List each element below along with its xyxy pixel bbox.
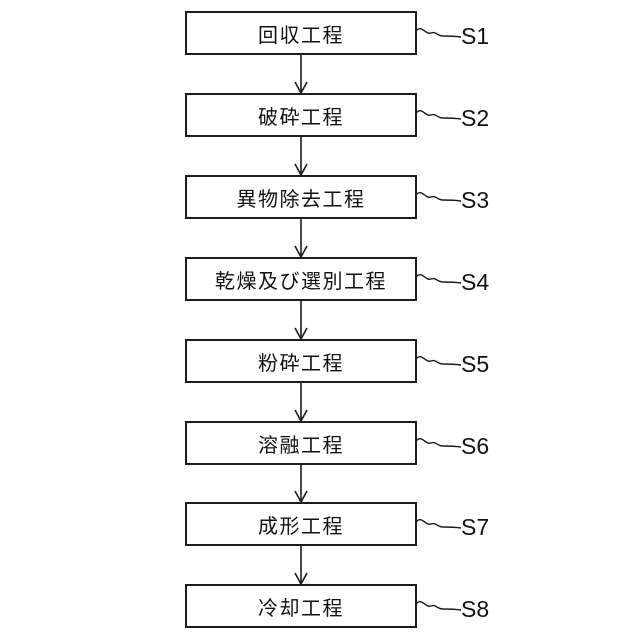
connector-squiggle bbox=[416, 518, 462, 529]
down-arrow-icon bbox=[294, 137, 308, 175]
connector-squiggle bbox=[416, 600, 462, 611]
process-label: 粉砕工程 bbox=[258, 352, 344, 375]
process-label: 乾燥及び選別工程 bbox=[215, 270, 387, 293]
flow-step-7: 成形工程 S7 bbox=[185, 502, 640, 546]
process-box-3: 異物除去工程 bbox=[185, 175, 417, 219]
down-arrow-icon bbox=[294, 55, 308, 93]
down-arrow-icon bbox=[294, 301, 308, 339]
process-label: 異物除去工程 bbox=[236, 188, 366, 211]
process-label: 成形工程 bbox=[258, 515, 344, 538]
flow-step-1: 回収工程 S1 bbox=[185, 11, 640, 55]
process-box-1: 回収工程 bbox=[185, 11, 417, 55]
step-tag-4: S4 bbox=[461, 269, 490, 295]
process-box-4: 乾燥及び選別工程 bbox=[185, 257, 417, 301]
process-box-5: 粉砕工程 bbox=[185, 339, 417, 383]
step-tag-2: S2 bbox=[461, 105, 490, 131]
flow-step-8: 冷却工程 S8 bbox=[185, 584, 640, 628]
process-label: 冷却工程 bbox=[258, 597, 344, 620]
process-box-2: 破砕工程 bbox=[185, 93, 417, 137]
flow-step-6: 溶融工程 S6 bbox=[185, 421, 640, 465]
connector-squiggle bbox=[416, 437, 462, 448]
process-label: 回収工程 bbox=[258, 24, 344, 47]
flow-step-3: 異物除去工程 S3 bbox=[185, 175, 640, 219]
process-label: 破砕工程 bbox=[258, 106, 344, 129]
process-box-6: 溶融工程 bbox=[185, 421, 417, 465]
connector-squiggle bbox=[416, 191, 462, 202]
connector-squiggle bbox=[416, 273, 462, 284]
process-label: 溶融工程 bbox=[258, 434, 344, 457]
step-tag-5: S5 bbox=[461, 351, 490, 377]
down-arrow-icon bbox=[294, 465, 308, 502]
process-box-7: 成形工程 bbox=[185, 502, 417, 546]
flow-step-4: 乾燥及び選別工程 S4 bbox=[185, 257, 640, 301]
step-tag-1: S1 bbox=[461, 23, 490, 49]
step-tag-6: S6 bbox=[461, 433, 490, 459]
step-tag-3: S3 bbox=[461, 187, 490, 213]
step-tag-8: S8 bbox=[461, 596, 490, 622]
down-arrow-icon bbox=[294, 383, 308, 421]
connector-squiggle bbox=[416, 355, 462, 366]
down-arrow-icon bbox=[294, 546, 308, 584]
process-box-8: 冷却工程 bbox=[185, 584, 417, 628]
connector-squiggle bbox=[416, 27, 462, 38]
flow-step-5: 粉砕工程 S5 bbox=[185, 339, 640, 383]
step-tag-7: S7 bbox=[461, 514, 490, 540]
connector-squiggle bbox=[416, 109, 462, 120]
down-arrow-icon bbox=[294, 219, 308, 257]
flow-step-2: 破砕工程 S2 bbox=[185, 93, 640, 137]
